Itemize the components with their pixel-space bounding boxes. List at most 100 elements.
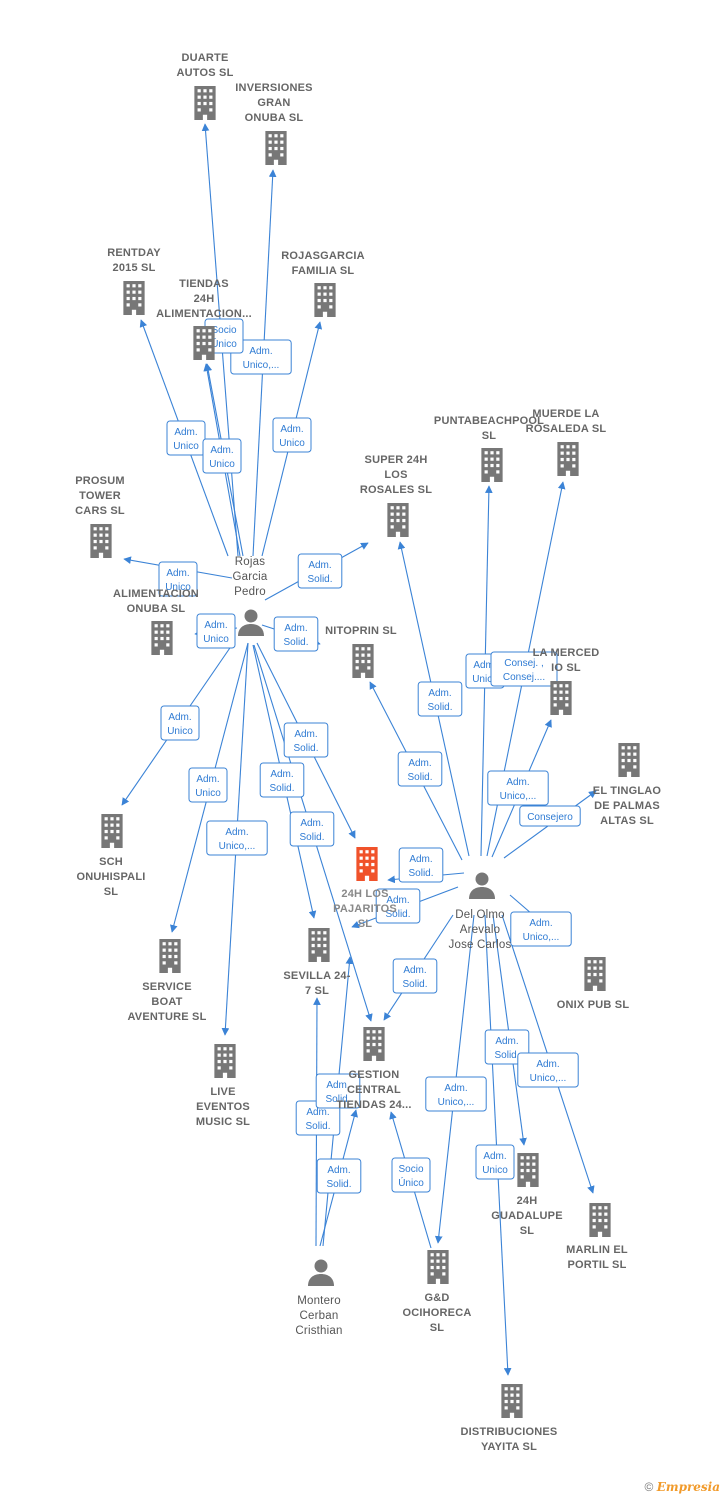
role-label-rojas-pajaritos[interactable]: Adm.Solid. [283, 722, 329, 758]
role-text: Adm. [483, 1151, 506, 1162]
role-label-rojas-tiendas[interactable]: Adm.Unico [202, 438, 242, 474]
role-text: Unico,... [530, 1073, 567, 1084]
role-label-rojas-rentday[interactable]: Adm.Unico [166, 420, 206, 456]
role-label-montero-gestion[interactable]: Adm.Solid. [315, 1073, 361, 1109]
node-label: Cristhian [295, 1325, 342, 1337]
node-label: CENTRAL [347, 1084, 401, 1096]
building-icon [308, 928, 330, 962]
role-label-delolmo-super24[interactable]: Adm.Solid. [417, 681, 463, 717]
node-label: GUADALUPE [491, 1210, 562, 1222]
role-label-delolmo-tinglao[interactable]: Consejero [519, 805, 581, 827]
role-label-rojas-super24[interactable]: Adm.Solid. [297, 553, 343, 589]
node-label: EVENTOS [196, 1101, 250, 1113]
building-icon [123, 281, 145, 315]
building-icon [584, 957, 606, 991]
company-node-onixpub[interactable]: ONIX PUB SL [557, 957, 630, 1011]
role-label-delolmo-nitoprin[interactable]: Adm.Solid. [397, 751, 443, 787]
node-label: 24H [194, 293, 215, 305]
role-label-delolmo-lamerced[interactable]: Adm.Unico,... [487, 770, 549, 806]
building-icon [427, 1250, 449, 1284]
node-label: Rojas [235, 556, 265, 568]
company-node-nitoprin[interactable]: NITOPRIN SL [325, 625, 397, 678]
role-label-rojas-rojasgarcia[interactable]: Adm.Unico [272, 417, 312, 453]
role-label-delolmo-distribuciones[interactable]: Adm.Unico [475, 1144, 515, 1180]
role-text: Consej. , [504, 658, 543, 669]
role-label-delolmo-pajaritos[interactable]: Adm.Solid. [398, 847, 444, 883]
role-label-rojas-live[interactable]: Adm.Unico,... [206, 820, 268, 856]
node-label: DE PALMAS [594, 800, 660, 812]
role-text: Único [398, 1176, 424, 1189]
node-label: SL [520, 1225, 535, 1237]
role-label-rojas-alimentacion[interactable]: Adm.Unico [196, 613, 236, 649]
role-label-delolmo-gestion[interactable]: Adm.Solid. [392, 958, 438, 994]
role-label-rojas-serviceboat[interactable]: Adm.Unico [188, 767, 228, 803]
node-label: 2015 SL [113, 262, 156, 274]
building-icon [501, 1384, 523, 1418]
building-icon [101, 814, 123, 848]
role-label-delolmo-pajaritos[interactable]: Adm.Solid. [375, 888, 421, 924]
node-label: FAMILIA SL [292, 265, 355, 277]
role-label-rojas-sevilla247[interactable]: Adm.Solid. [259, 762, 305, 798]
role-text: Unico [173, 441, 199, 452]
node-label: SCH [99, 856, 123, 868]
role-text: Único [211, 337, 237, 350]
role-text: Adm. [495, 1036, 518, 1047]
role-text: Unico,... [500, 791, 537, 802]
empresia-logo[interactable]: Empresia [656, 1480, 720, 1494]
role-label-rojas-prosum[interactable]: Adm.Unico [158, 561, 198, 597]
node-label: Cerban [300, 1310, 339, 1322]
node-label: YAYITA SL [481, 1441, 537, 1453]
node-label: OCIHORECA [402, 1307, 471, 1319]
node-label: ALTAS SL [600, 815, 654, 827]
node-label: NITOPRIN SL [325, 625, 397, 637]
role-text: Adm. [300, 818, 323, 829]
role-label-rojas-sch[interactable]: Adm.Unico [160, 705, 200, 741]
node-label: 24H LOS [341, 888, 388, 900]
node-label: ALIMENTACION... [156, 308, 252, 320]
company-node-sevilla247[interactable]: SEVILLA 24-7 SL [283, 928, 351, 997]
company-node-tiendas[interactable]: TIENDAS24HALIMENTACION... [156, 278, 252, 360]
role-label-delolmo-gdoci[interactable]: Adm.Unico,... [425, 1076, 487, 1112]
role-label-delolmo-marlin[interactable]: Adm.Unico,... [517, 1052, 579, 1088]
building-icon [214, 1044, 236, 1078]
node-label: Garcia [232, 571, 267, 583]
node-label: ONIX PUB SL [557, 999, 630, 1011]
role-label-rojas-nitoprin[interactable]: Adm.Solid. [273, 616, 319, 652]
role-text: Adm. [327, 1165, 350, 1176]
role-label-montero-pajaritos[interactable]: Adm.Solid. [316, 1158, 362, 1194]
role-text: Unico [472, 674, 498, 685]
node-label: G&D [424, 1292, 449, 1304]
role-text: Solid. [325, 1094, 350, 1105]
role-label-delolmo-onixpub[interactable]: Adm.Unico,... [510, 911, 572, 947]
node-label: SL [482, 430, 497, 442]
role-label-delolmo-muerde[interactable]: Consej. ,Consej.... [490, 651, 558, 687]
role-text: Solid. [307, 574, 332, 585]
role-label-rojas-inversiones[interactable]: Adm.Unico,... [230, 339, 292, 375]
node-label: 7 SL [305, 985, 329, 997]
role-label-rojas-gestion[interactable]: Adm.Solid. [289, 811, 335, 847]
